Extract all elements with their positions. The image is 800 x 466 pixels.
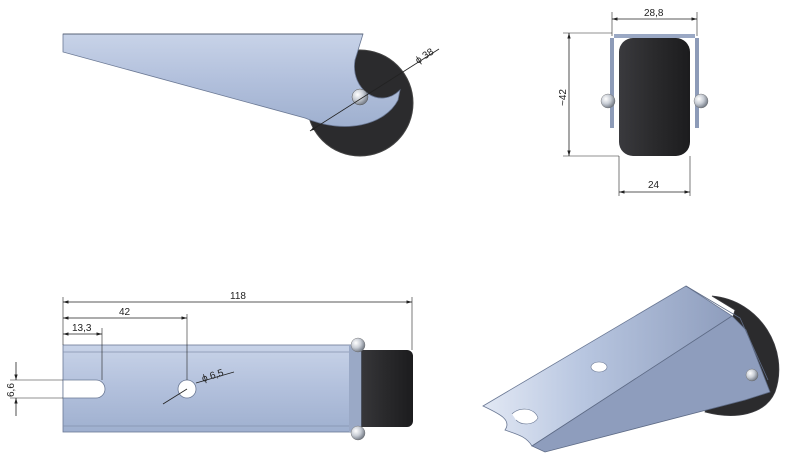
- top-axle-ball-top: [350, 337, 366, 353]
- dim-overall-length: 118: [230, 291, 246, 302]
- side-axle-ball: [351, 88, 369, 106]
- side-bracket: [62, 33, 401, 127]
- front-axle-ball-left: [600, 93, 616, 109]
- iso-view: [482, 285, 780, 453]
- dim-width-top: 28,8: [644, 8, 664, 19]
- dim-height: ~42: [558, 89, 569, 106]
- dim-wheel-diameter: ϕ 38: [414, 46, 437, 66]
- iso-axle-ball: [745, 368, 759, 382]
- top-bracket: [62, 344, 362, 433]
- top-wheel: [355, 350, 413, 427]
- dim-wheel-width: 24: [648, 180, 660, 191]
- dim-hole-position: 42: [119, 307, 131, 318]
- iso-hole: [590, 361, 608, 373]
- front-wheel: [619, 38, 690, 156]
- dim-slot-length: 13,3: [72, 323, 92, 334]
- front-view: 28,8 ~42 24: [558, 8, 709, 196]
- side-view: ϕ 38: [62, 33, 440, 157]
- iso-slot: [511, 408, 539, 425]
- dim-slot-width: 6,6: [6, 383, 17, 397]
- top-view: 118 42 13,3 6,6 ϕ 6,5: [6, 291, 413, 441]
- front-axle-ball-right: [693, 93, 709, 109]
- top-axle-ball-bottom: [350, 425, 366, 441]
- iso-bracket-side: [531, 315, 771, 453]
- top-slot: [62, 379, 106, 399]
